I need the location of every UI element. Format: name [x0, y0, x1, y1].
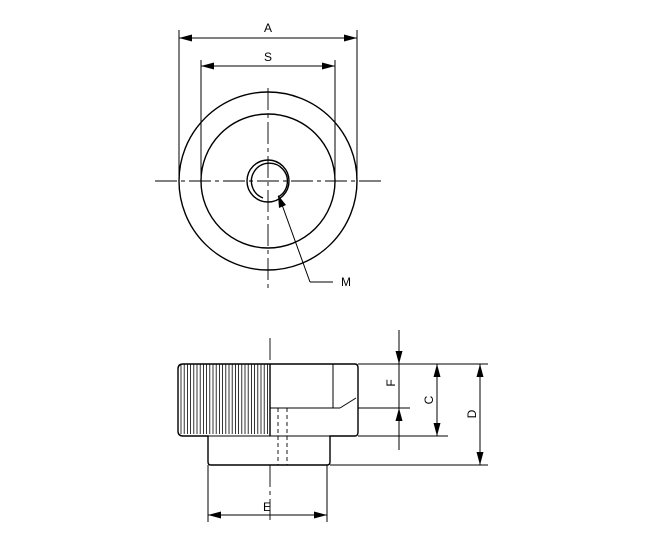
- dim-label-d: D: [465, 409, 479, 418]
- dim-label-e: E: [263, 500, 271, 514]
- dimension-s: S: [201, 50, 335, 70]
- dim-label-s: S: [264, 50, 272, 64]
- dimension-e: E: [207, 465, 328, 522]
- outer-diameter-circle: [178, 91, 358, 271]
- side-view: F C D E: [177, 330, 488, 522]
- knurled-surface: [180, 364, 268, 434]
- dim-label-m: M: [341, 275, 351, 289]
- dimension-d: D: [465, 364, 484, 465]
- inner-diameter-circle: [200, 113, 336, 249]
- leader-m: M: [278, 195, 351, 289]
- bore-circle: [246, 159, 290, 203]
- side-view-outline: [177, 363, 359, 466]
- dimension-c: C: [422, 364, 441, 436]
- dim-label-a: A: [264, 21, 272, 35]
- dimension-a: A: [179, 21, 357, 42]
- bore-chamfer-line: [339, 397, 357, 409]
- dimension-f: F: [384, 330, 403, 450]
- top-view: A S M: [155, 21, 382, 289]
- dim-label-f: F: [384, 379, 398, 386]
- thread-arc: [250, 162, 289, 199]
- dim-label-c: C: [422, 395, 436, 404]
